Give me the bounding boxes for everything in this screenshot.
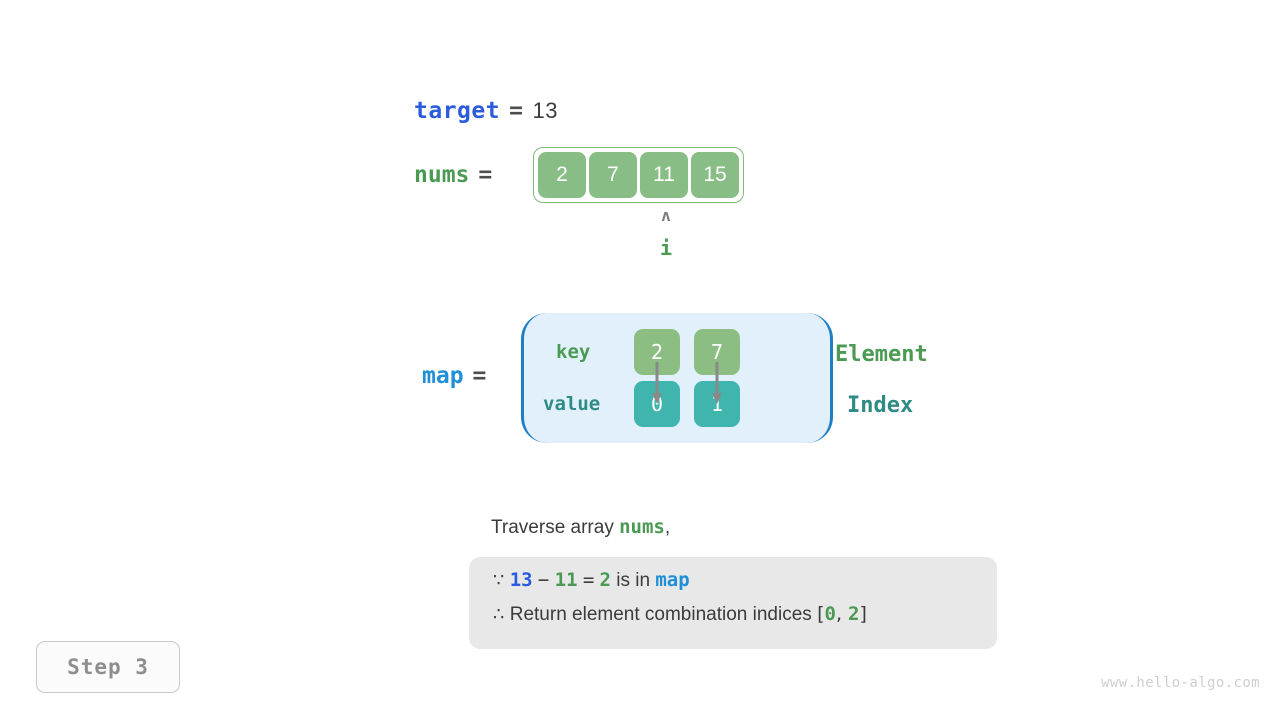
note-result-index-0: 0 [824,603,836,625]
map-value-row-label: value [543,393,601,415]
map-key-cell-1: 7 [694,329,740,375]
map-value-cell-0: 0 [634,381,680,427]
map-side-label-element: Element [835,342,928,367]
note-result-comma: , [835,603,849,625]
note-equals-sign: = [582,569,595,591]
target-equals-sign: = [509,98,524,124]
nums-cell-2: 11 [640,152,688,198]
map-var-name: map [422,363,464,389]
note-result-index-1: 2 [848,603,860,625]
map-equals-sign: = [472,363,487,389]
note-line-2: ∴ Return element combination indices [ 0… [493,603,973,637]
nums-cell-3: 15 [691,152,739,198]
note-value-current: 11 [554,569,578,591]
note-var-map: map [655,569,690,591]
caption-traverse-array: Traverse array nums , [491,516,670,539]
index-pointer-group: ʌ i [648,206,684,261]
nums-cell-0: 2 [538,152,586,198]
explanation-note-box: ∵ 13 − 11 = 2 is in map ∴ Return element… [469,557,997,649]
nums-array-container: 2 7 11 15 [533,147,744,203]
note-line-1: ∵ 13 − 11 = 2 is in map [493,569,973,603]
note-text-is-in: is in [611,570,656,591]
nums-cell-1: 7 [589,152,637,198]
therefore-symbol: ∴ [493,604,505,625]
caption-suffix: , [664,517,671,538]
nums-variable-row: nums = [414,159,501,191]
watermark: www.hello-algo.com [1101,675,1260,691]
step-badge: Step 3 [36,641,180,693]
note-value-complement: 2 [599,569,611,591]
note-text-return: Return element combination indices [504,604,818,625]
caption-var-nums: nums [619,516,665,538]
caption-prefix: Traverse array [491,517,620,538]
map-key-row-label: key [556,341,591,363]
pointer-label-i: i [659,236,673,260]
caret-up-icon: ʌ [661,206,671,225]
note-minus-sign: − [537,569,550,591]
map-value-cell-1: 1 [694,381,740,427]
target-variable-row: target = 13 [414,95,558,127]
note-bracket-close: ] [859,603,867,625]
map-key-cell-0: 2 [634,329,680,375]
because-symbol: ∵ [493,570,505,591]
nums-var-name: nums [414,162,470,188]
nums-equals-sign: = [478,162,493,188]
target-value: 13 [532,98,558,123]
note-value-target: 13 [509,569,533,591]
note-bracket-open: [ [817,603,825,625]
target-var-name: target [414,98,501,124]
map-side-label-index: Index [847,393,914,418]
map-variable-row: map = [422,363,495,389]
